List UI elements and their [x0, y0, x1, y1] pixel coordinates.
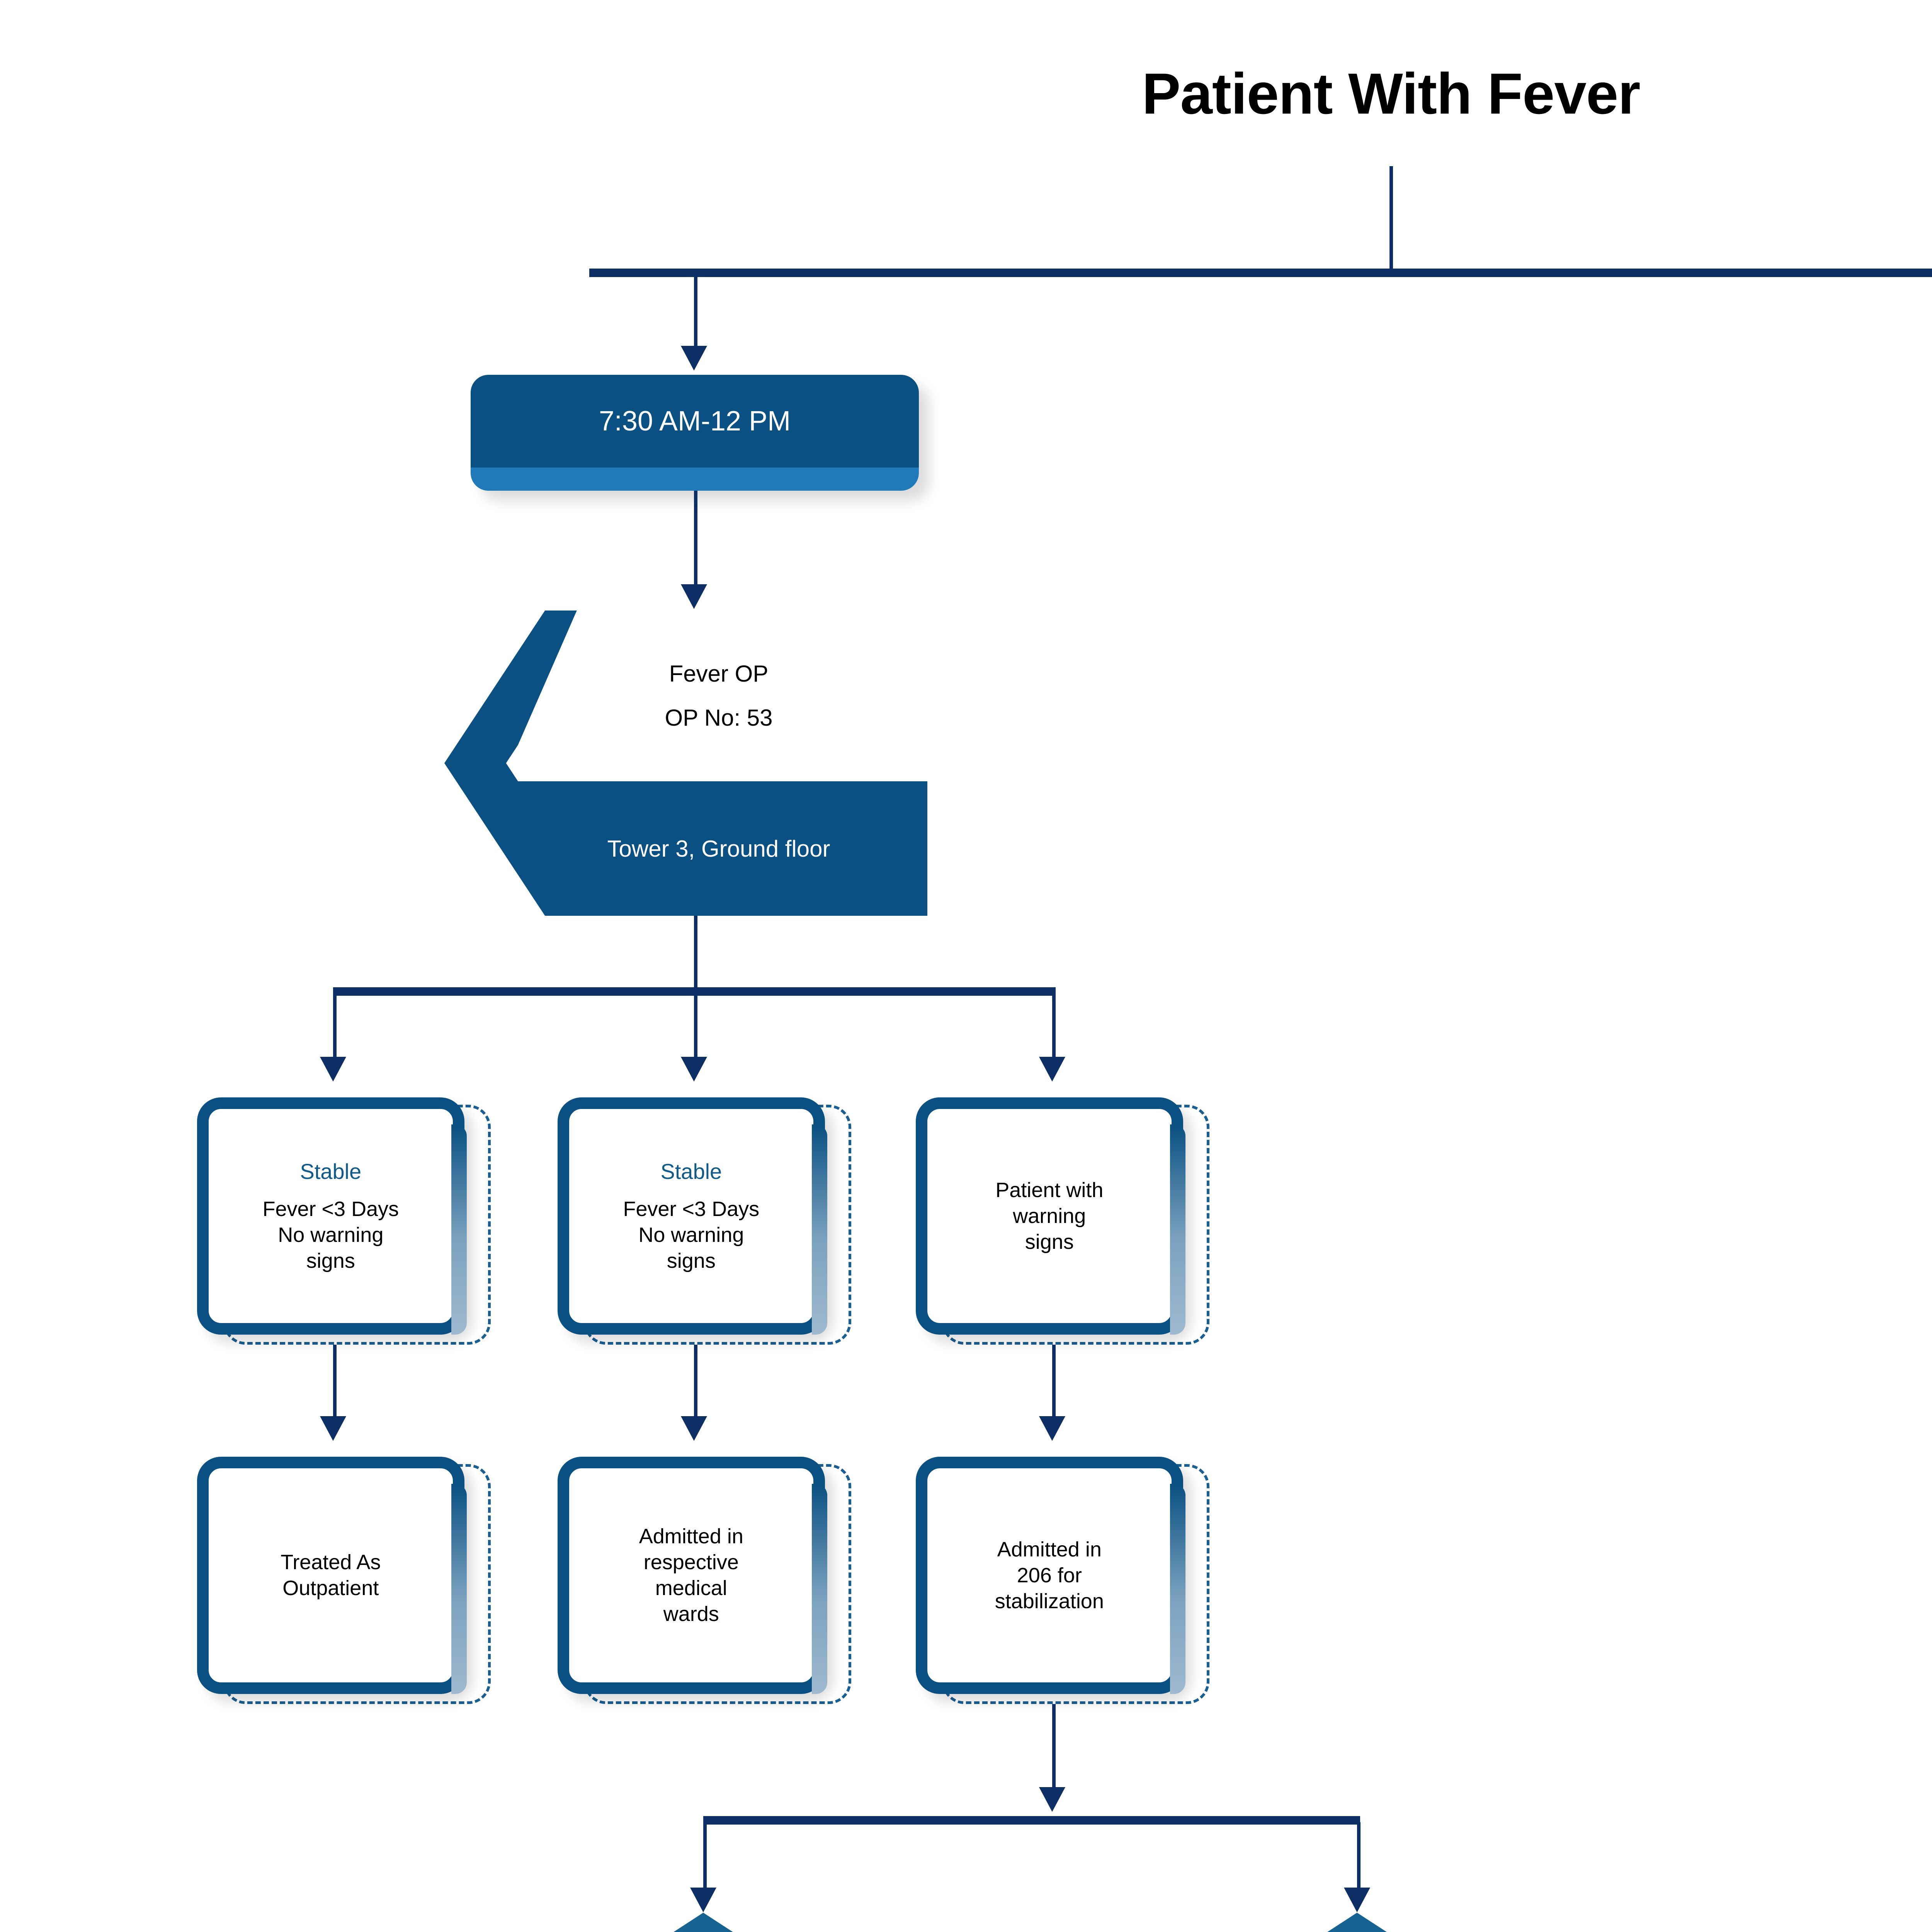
connector-warning-to-206 — [1052, 1345, 1056, 1422]
treated-outpatient-text: Treated As Outpatient — [209, 1457, 453, 1694]
arrowhead-to-stable-2 — [681, 1057, 707, 1082]
warning-signs-line2: warning — [1013, 1204, 1086, 1228]
arrowhead-to-stable-1 — [320, 1057, 346, 1082]
stable-1-text: Stable Fever <3 Days No warning signs — [209, 1097, 453, 1335]
warning-signs-edge-accent — [1170, 1124, 1185, 1335]
treated-outpatient-line1: Treated As — [281, 1551, 381, 1574]
fever-op-body: Fever OP OP No: 53 Tower 3, Ground floor — [510, 611, 927, 916]
treated-outpatient-frame — [197, 1457, 464, 1694]
treated-outpatient-edge-accent — [451, 1484, 467, 1694]
node-intensive-care[interactable]: If Intensive care needed — [1152, 1913, 1562, 1932]
arrowhead-to-intensive-care-top — [1344, 1888, 1370, 1912]
connector-feverop-stem — [694, 916, 697, 993]
node-stable-1[interactable]: Stable Fever <3 Days No warning signs — [197, 1097, 491, 1345]
node-admitted-206[interactable]: Admitted in 206 for stabilization — [916, 1457, 1209, 1704]
stable-2-text: Stable Fever <3 Days No warning signs — [569, 1097, 813, 1335]
admitted-wards-edge-accent — [811, 1484, 827, 1694]
admitted-wards-line4: wards — [663, 1602, 719, 1626]
admitted-wards-line1: Admitted in — [639, 1525, 743, 1548]
warning-signs-text: Patient with warning signs — [927, 1097, 1172, 1335]
connector-feverop-branch1 — [333, 993, 337, 1063]
admitted-206-edge-accent — [1170, 1484, 1185, 1694]
treated-outpatient-line2: Outpatient — [282, 1577, 379, 1600]
node-after-stabilization[interactable]: After Stabilization — [498, 1913, 908, 1932]
node-morning-slot[interactable]: 7:30 AM-12 PM — [471, 375, 919, 491]
connector-stable1-to-outpatient — [333, 1345, 337, 1422]
morning-slot-accent-bar — [471, 468, 919, 491]
node-treated-outpatient[interactable]: Treated As Outpatient — [197, 1457, 491, 1704]
stable-2-heading: Stable — [660, 1159, 722, 1184]
connector-to-intensive-care — [1357, 1822, 1361, 1894]
admitted-206-line2: 206 for — [1017, 1563, 1082, 1587]
fever-op-location: Tower 3, Ground floor — [510, 781, 927, 916]
arrowhead-to-admitted-wards — [681, 1416, 707, 1441]
admitted-wards-frame — [558, 1457, 825, 1694]
arrowhead-to-admitted-206 — [1039, 1416, 1065, 1441]
arrowhead-to-warning-signs — [1039, 1057, 1065, 1082]
arrowhead-206-stem — [1039, 1787, 1065, 1812]
connector-feverop-crossbar — [333, 987, 1056, 996]
warning-signs-line3: signs — [1025, 1230, 1074, 1253]
arrowhead-to-after-stabilization — [690, 1888, 716, 1912]
connector-morning-to-feverop — [694, 491, 697, 591]
stable-1-line3: signs — [306, 1249, 355, 1273]
stable-1-line2: No warning — [278, 1223, 384, 1247]
arrowhead-to-treated-outpatient — [320, 1416, 346, 1441]
warning-signs-line1: Patient with — [995, 1178, 1104, 1202]
admitted-wards-line3: medical — [655, 1577, 727, 1600]
stable-2-line1: Fever <3 Days — [623, 1197, 760, 1221]
fever-op-text: Fever OP OP No: 53 — [510, 611, 927, 781]
connector-root-stem — [1389, 166, 1393, 270]
connector-root-crossbar — [589, 269, 1932, 277]
stable-2-line3: signs — [667, 1249, 716, 1273]
connector-to-after-stabilization — [703, 1822, 707, 1894]
stable-1-line1: Fever <3 Days — [262, 1197, 399, 1221]
page-title: Patient With Fever — [1142, 61, 1640, 126]
arrowhead-to-feverop — [681, 584, 707, 609]
node-fever-op[interactable]: Fever OP OP No: 53 Tower 3, Ground floor — [444, 611, 927, 916]
stable-2-line2: No warning — [638, 1223, 744, 1247]
stable-1-edge-accent — [451, 1124, 467, 1335]
node-warning-signs[interactable]: Patient with warning signs — [916, 1097, 1209, 1345]
stable-1-heading: Stable — [300, 1159, 362, 1184]
node-admitted-wards[interactable]: Admitted in respective medical wards — [558, 1457, 851, 1704]
connector-feverop-branch2 — [694, 993, 697, 1063]
node-stable-2[interactable]: Stable Fever <3 Days No warning signs — [558, 1097, 851, 1345]
connector-stable2-to-wards — [694, 1345, 697, 1422]
connector-206-stem — [1052, 1704, 1056, 1793]
connector-root-left-drop — [694, 275, 697, 352]
connector-diamonds-crossbar — [703, 1816, 1360, 1825]
admitted-206-line1: Admitted in — [997, 1537, 1102, 1561]
arrowhead-to-morning-slot — [681, 346, 707, 371]
admitted-206-line3: stabilization — [995, 1589, 1104, 1613]
connector-feverop-branch3 — [1052, 993, 1056, 1063]
fever-op-line1: Fever OP — [669, 661, 769, 687]
admitted-wards-text: Admitted in respective medical wards — [569, 1457, 813, 1694]
fever-op-line2: OP No: 53 — [665, 705, 773, 731]
stable-2-edge-accent — [811, 1124, 827, 1335]
admitted-206-text: Admitted in 206 for stabilization — [927, 1457, 1172, 1694]
morning-slot-label: 7:30 AM-12 PM — [471, 375, 919, 468]
admitted-wards-line2: respective — [643, 1551, 739, 1574]
